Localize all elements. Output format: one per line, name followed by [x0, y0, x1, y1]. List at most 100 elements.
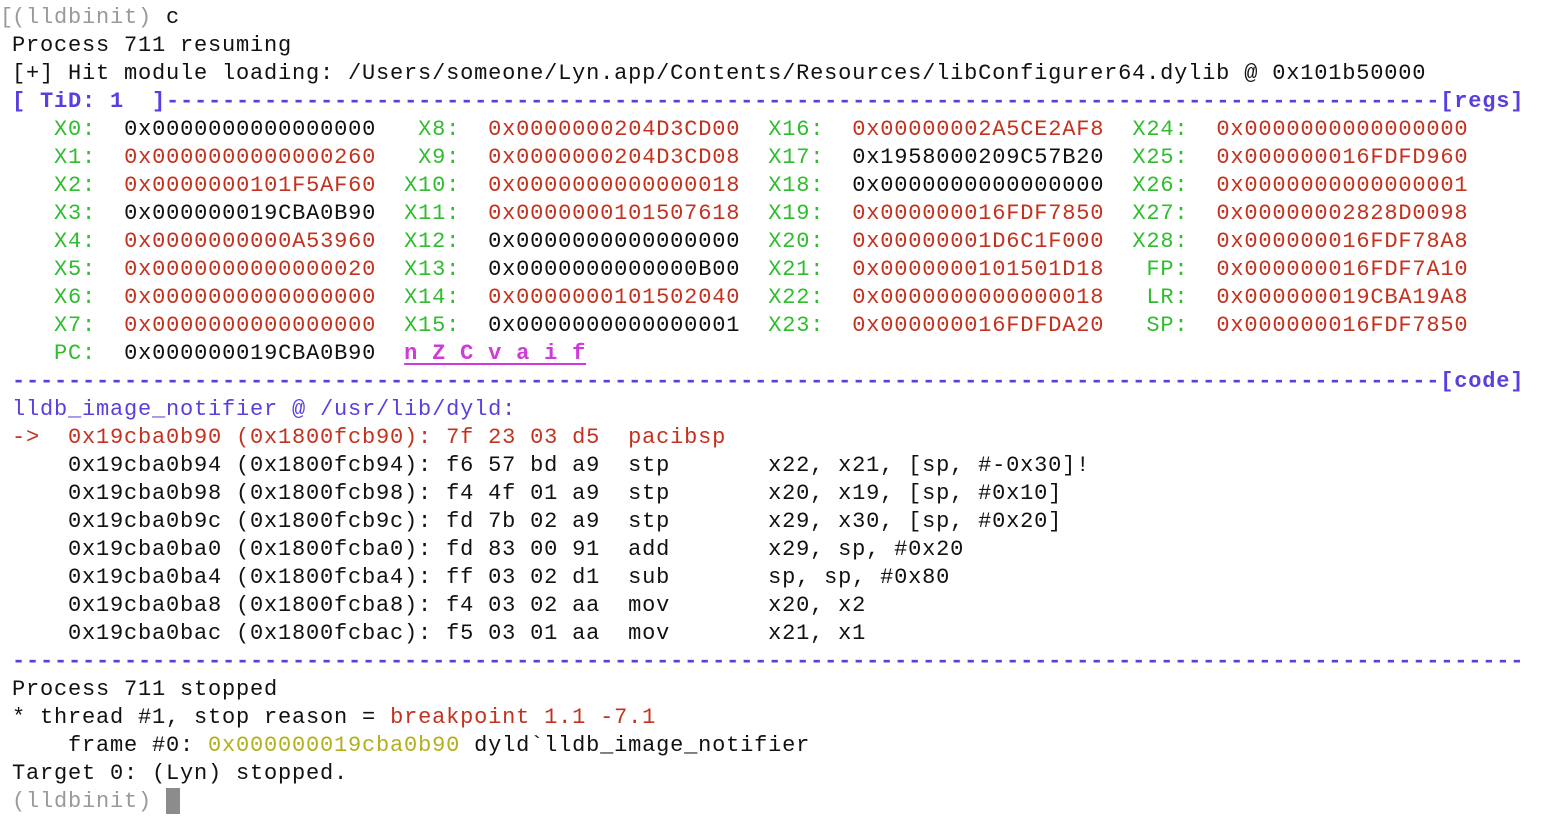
register-name: X4:: [54, 229, 97, 254]
spacer: [824, 201, 852, 226]
spacer: [740, 285, 768, 310]
register-value: 0x0000000000000000: [124, 117, 377, 142]
register-name: X17:: [768, 145, 825, 170]
register-name: X9:: [418, 145, 461, 170]
instruction-row: 0x19cba0ba0 (0x1800fcba0): fd 83 00 91 a…: [12, 536, 1524, 564]
mark-bracket: [: [0, 5, 15, 30]
register-row: PC: 0x000000019CBA0B90 n Z C v a i f: [12, 340, 1524, 368]
spacer: [432, 453, 446, 478]
mnemonic: stp: [628, 453, 671, 478]
spacer: [1188, 117, 1216, 142]
spacer: [96, 229, 124, 254]
spacer: [96, 313, 124, 338]
input-line[interactable]: (lldbinit): [12, 788, 1524, 816]
register-value: 0x000000016FDF7850: [852, 201, 1105, 226]
register-name: X20:: [768, 229, 825, 254]
register-name: X19:: [768, 201, 825, 226]
current-instruction: ->0x19cba0b90 (0x1800fcb90): 7f 23 03 d5…: [12, 424, 1524, 452]
spacer: [1468, 173, 1496, 198]
register-value: 0x0000000101507618: [488, 201, 741, 226]
spacer: [40, 173, 54, 198]
spacer: [740, 257, 768, 282]
divider: ----------------------------------------…: [166, 89, 1441, 114]
spacer: [740, 313, 768, 338]
instruction-row: 0x19cba0ba4 (0x1800fcba4): ff 03 02 d1 s…: [12, 564, 1524, 592]
spacer: [600, 593, 628, 618]
register-name: X16:: [768, 117, 825, 142]
registers-panel: X0: 0x0000000000000000 X8: 0x0000000204D…: [12, 116, 1524, 368]
register-name: X11:: [404, 201, 461, 226]
spacer: [1104, 145, 1132, 170]
tid-label: [ TiD: 1 ]: [12, 89, 167, 114]
instruction-bytes: f4 03 02 aa: [446, 593, 601, 618]
mnemonic: pacibsp: [628, 425, 727, 450]
register-name: LR:: [1146, 285, 1189, 310]
command: c: [166, 5, 181, 30]
mnemonic: stp: [628, 509, 671, 534]
frame-label: frame #0:: [12, 733, 209, 758]
spacer: [432, 537, 446, 562]
spacer: [96, 145, 124, 170]
register-name: X23:: [768, 313, 825, 338]
spacer: [1132, 285, 1146, 310]
spacer: [1188, 257, 1216, 282]
spacer: [824, 229, 852, 254]
spacer: [1104, 257, 1132, 282]
frame-address: 0x000000019cba0b90: [208, 733, 461, 758]
instruction-bytes: fd 7b 02 a9: [446, 509, 601, 534]
instruction-address: 0x19cba0ba4 (0x1800fcba4):: [68, 565, 433, 590]
function-label: lldb_image_notifier @ /usr/lib/dyld:: [12, 397, 517, 422]
spacer: [376, 229, 404, 254]
register-name: X22:: [768, 285, 825, 310]
register-value: 0x0000000000000000: [124, 313, 377, 338]
register-value: 0x00000002828D0098: [1216, 201, 1469, 226]
spacer: [96, 285, 124, 310]
spacer: [376, 313, 404, 338]
register-value: 0x000000016FDF7A10: [1216, 257, 1469, 282]
stop-line: Process 711 stopped: [12, 677, 279, 702]
divider: ----------------------------------------…: [12, 649, 1525, 674]
instruction-row: 0x19cba0b9c (0x1800fcb9c): fd 7b 02 a9 s…: [12, 508, 1524, 536]
mnemonic: mov: [628, 621, 671, 646]
register-name: X18:: [768, 173, 825, 198]
spacer: [824, 257, 852, 282]
spacer: [1104, 117, 1132, 142]
register-value: 0x000000016FDF7850: [1216, 313, 1469, 338]
spacer: [376, 173, 404, 198]
register-value: 0x0000000101502040: [488, 285, 741, 310]
instruction-address: 0x19cba0bac (0x1800fcbac):: [68, 621, 433, 646]
spacer: [460, 145, 488, 170]
spacer: [1468, 313, 1496, 338]
register-name: X0:: [54, 117, 97, 142]
spacer: [1468, 229, 1496, 254]
target-line: Target 0: (Lyn) stopped.: [12, 761, 349, 786]
instruction-bytes: f5 03 01 aa: [446, 621, 601, 646]
stop-reason: breakpoint 1.1 -7.1: [390, 705, 657, 730]
spacer: [600, 621, 628, 646]
divider: ----------------------------------------…: [12, 369, 1441, 394]
register-name: X28:: [1132, 229, 1189, 254]
spacer: [824, 173, 852, 198]
spacer: [460, 285, 488, 310]
operands: x20, x19, [sp, #0x10]: [768, 481, 1063, 506]
spacer: [12, 173, 40, 198]
register-name: FP:: [1146, 257, 1189, 282]
regs-tag: [regs]: [1440, 89, 1525, 114]
register-value: 0x0000000000000001: [488, 313, 741, 338]
cpu-flags: n Z C v a i f: [404, 341, 587, 366]
register-value: 0x0000000000000020: [124, 257, 377, 282]
spacer: [96, 257, 124, 282]
spacer: [96, 117, 124, 142]
operands: x22, x21, [sp, #-0x30]!: [768, 453, 1091, 478]
instruction-bytes: 7f 23 03 d5: [446, 425, 601, 450]
terminal-output: [(lldbinit) c Process 711 resuming [+] H…: [0, 4, 1525, 816]
register-value: 0x0000000204D3CD00: [488, 117, 741, 142]
spacer: [376, 145, 404, 170]
spacer: [460, 201, 488, 226]
register-value: 0x0000000101501D18: [852, 257, 1105, 282]
spacer: [432, 481, 446, 506]
register-value: 0x0000000000000260: [124, 145, 377, 170]
instruction-bytes: ff 03 02 d1: [446, 565, 601, 590]
text-cursor[interactable]: [166, 788, 181, 815]
register-value: 0x000000016FDF78A8: [1216, 229, 1469, 254]
